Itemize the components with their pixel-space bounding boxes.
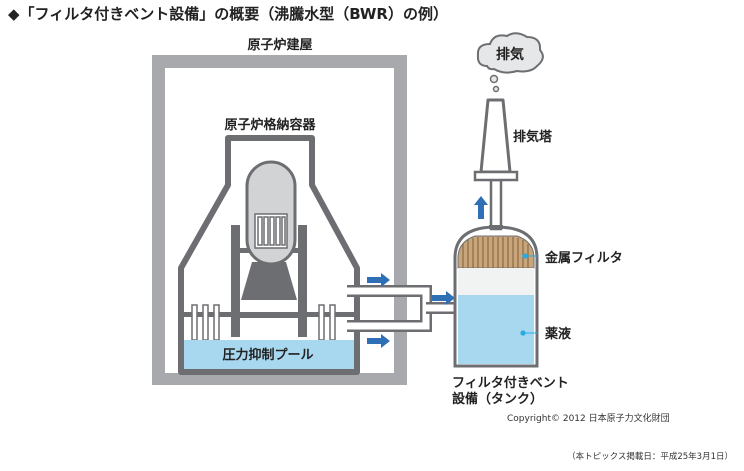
footnote-text: （本トピックス掲載日：平成25年3月1日） [567, 451, 733, 462]
exhaust-stack [473, 98, 519, 182]
filter-vent-caption-line1: フィルタ付きベント [452, 375, 569, 391]
vent-pipes-left [191, 304, 220, 341]
suppression-pool-label: 圧力抑制プール [222, 347, 313, 363]
callout-markers [520, 253, 537, 336]
chemical-solution [458, 295, 534, 364]
chemical-solution-label: 薬液 [544, 326, 571, 342]
exhaust-cloud-label: 排気 [496, 46, 524, 63]
arrow-right-icon [367, 273, 390, 287]
copyright-text: Copyright© 2012 日本原子力文化財団 [507, 412, 670, 424]
filter-vent-caption-line2: 設備（タンク） [452, 391, 543, 407]
exhaust-cloud [476, 32, 544, 74]
diagram-title: ◆「フィルタ付きベント設備」の概要（沸騰水型（BWR）の例） [8, 5, 448, 23]
arrow-up-icon [474, 196, 488, 219]
filter-vent-tank [453, 178, 539, 368]
exhaust-stack-label: 排気塔 [513, 129, 553, 145]
flow-arrows [367, 196, 488, 348]
arrow-right-icon [432, 291, 455, 305]
reactor-pressure-vessel [245, 160, 297, 266]
metal-filter [457, 235, 535, 269]
suppression-pool [184, 340, 354, 369]
metal-filter-label: 金属フィルタ [544, 250, 623, 266]
containment-vessel-label: 原子炉格納容器 [224, 117, 316, 133]
reactor-building-label: 原子炉建屋 [247, 37, 312, 53]
exhaust-puffs [489, 74, 500, 93]
arrow-right-icon [367, 334, 390, 348]
